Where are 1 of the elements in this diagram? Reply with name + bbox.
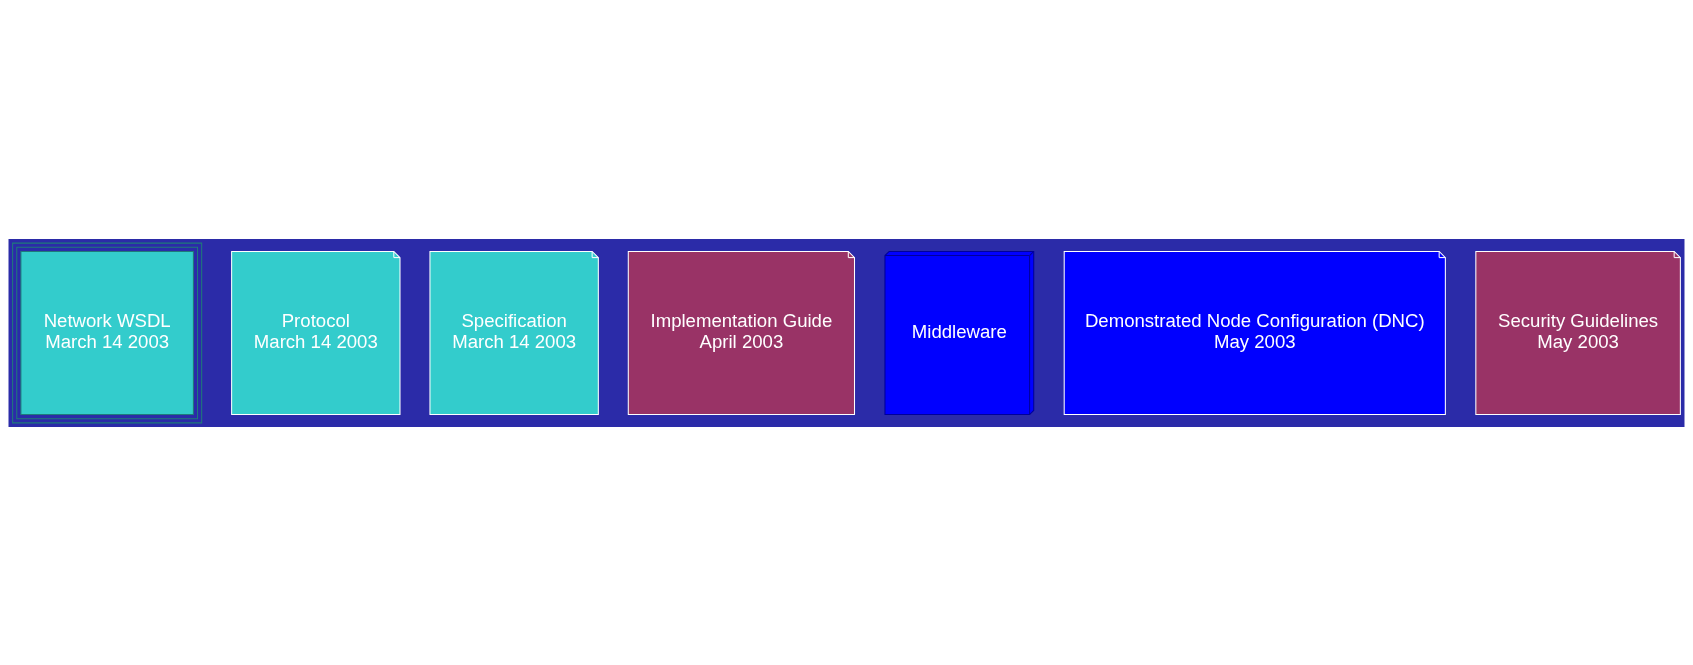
node-box: Network WSDL March 14 2003 — [12, 242, 203, 423]
